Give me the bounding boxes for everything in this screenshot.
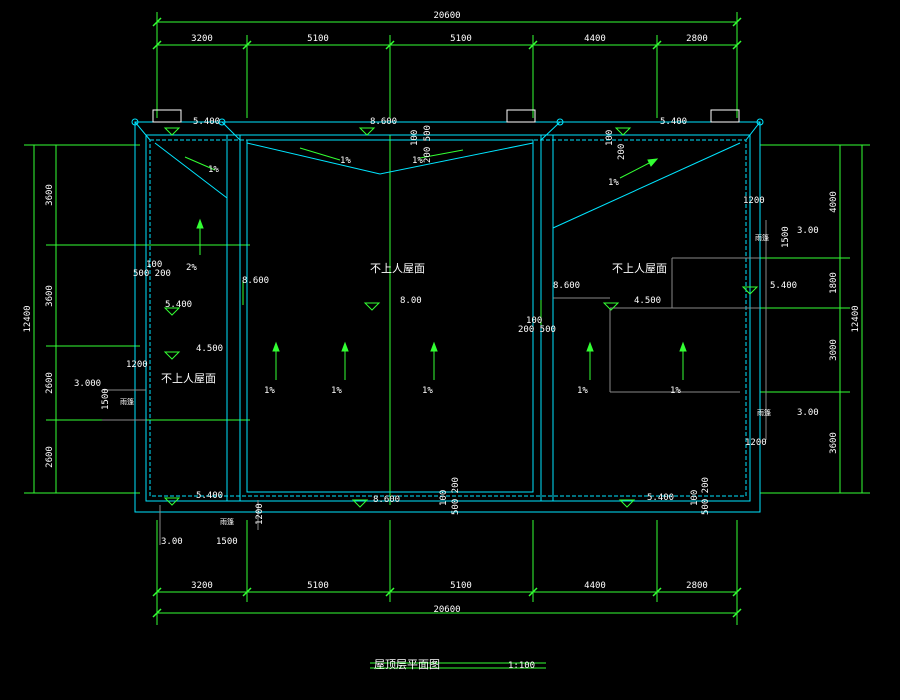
slope-10: 1% xyxy=(670,386,681,396)
slope-9: 1% xyxy=(577,386,588,396)
dim-1500-bottom: 1500 xyxy=(216,537,238,547)
elev-right-edge: 5.400 xyxy=(770,281,797,291)
elev-left-low: 4.500 xyxy=(196,344,223,354)
slope-3: 1% xyxy=(412,156,423,166)
wall-thk-top-a: 100 xyxy=(410,130,420,146)
drawing-title: 屋顶层平面图 xyxy=(374,658,440,671)
dim-1200-right-top: 1200 xyxy=(743,196,765,206)
dimension-lines xyxy=(24,12,870,669)
dim-right-1: 4000 xyxy=(829,191,839,213)
dim-top-2: 5100 xyxy=(307,34,329,44)
elev-small-left: 3.000 xyxy=(74,379,101,389)
slope-4: 1% xyxy=(608,178,619,188)
corner-circles xyxy=(131,118,764,126)
wall-thk-left-a: 100 xyxy=(146,260,162,270)
wall-thk-top-b: 200 500 xyxy=(423,125,433,163)
slope-1: 1% xyxy=(208,165,219,175)
dim-left-4: 2600 xyxy=(45,446,55,468)
elev-small-bottom: 3.00 xyxy=(161,537,183,547)
canopy-left: 雨篷 xyxy=(120,397,134,406)
aux-lines xyxy=(102,220,767,545)
dim-left-3: 2600 xyxy=(45,372,55,394)
vent-caps xyxy=(152,109,740,123)
dim-top-3: 5100 xyxy=(450,34,472,44)
dim-1200-right-bottom: 1200 xyxy=(745,438,767,448)
dim-bottom-2: 5100 xyxy=(307,581,329,591)
elev-top-mid: 8.600 xyxy=(370,117,397,127)
roof-label-right: 不上人屋面 xyxy=(612,262,667,275)
elev-bottom-mid: 8.600 xyxy=(373,495,400,505)
elevation-markers xyxy=(163,127,759,508)
dim-1500-right: 1500 xyxy=(781,226,791,248)
wall-thk-top-c: 100 xyxy=(605,130,615,146)
dim-right-2: 1800 xyxy=(829,272,839,294)
slope-7: 1% xyxy=(331,386,342,396)
wall-thk-mid-a: 100 xyxy=(526,316,542,326)
dim-left-2: 3600 xyxy=(45,285,55,307)
elev-small-right-top: 3.00 xyxy=(797,226,819,236)
canopy-right-top: 雨篷 xyxy=(755,233,769,242)
elev-small-right-bottom: 3.00 xyxy=(797,408,819,418)
wall-thk-bot-a: 100 xyxy=(439,490,449,506)
dim-left-1: 3600 xyxy=(45,184,55,206)
dimension-ticks xyxy=(152,17,742,618)
dim-bottom-5: 2800 xyxy=(686,581,708,591)
slope-8: 1% xyxy=(422,386,433,396)
dim-bottom-1: 3200 xyxy=(191,581,213,591)
dim-left-total: 12400 xyxy=(23,305,33,332)
wall-thk-top-d: 200 xyxy=(617,144,627,160)
dim-top-4: 4400 xyxy=(584,34,606,44)
elev-bottom-right: 5.400 xyxy=(647,493,674,503)
wall-thk-bot-d: 500 200 xyxy=(701,477,711,515)
walls xyxy=(134,121,761,513)
slope-2: 1% xyxy=(340,156,351,166)
elev-bottom-left: 5.400 xyxy=(196,491,223,501)
dim-right-total: 12400 xyxy=(851,305,861,332)
dim-top-5: 2800 xyxy=(686,34,708,44)
dim-top-1: 3200 xyxy=(191,34,213,44)
wall-thk-left-b: 500 200 xyxy=(133,269,171,279)
canopy-bottom: 雨篷 xyxy=(220,517,234,526)
slope-arrows xyxy=(184,147,687,380)
elev-col1: 8.600 xyxy=(242,276,269,286)
elev-top-left: 5.400 xyxy=(193,117,220,127)
dim-bottom-4: 4400 xyxy=(584,581,606,591)
roof-label-left: 不上人屋面 xyxy=(161,372,216,385)
elev-top-right: 5.400 xyxy=(660,117,687,127)
roof-label-center: 不上人屋面 xyxy=(370,262,425,275)
elev-center: 8.00 xyxy=(400,296,422,306)
wall-thk-bot-c: 100 xyxy=(690,490,700,506)
wall-thk-bot-b: 500 200 xyxy=(451,477,461,515)
canopy-right-bottom: 雨篷 xyxy=(757,408,771,417)
dim-top-total: 20600 xyxy=(433,11,460,21)
drawing-scale: 1:100 xyxy=(508,661,535,671)
elev-right-mid: 4.500 xyxy=(634,296,661,306)
dim-1500-left: 1500 xyxy=(101,388,111,410)
dim-bottom-total: 20600 xyxy=(433,605,460,615)
dim-bottom-3: 5100 xyxy=(450,581,472,591)
dim-right-3: 3000 xyxy=(829,339,839,361)
dim-1200-left: 1200 xyxy=(126,360,148,370)
dim-1200-bottom: 1200 xyxy=(255,503,265,525)
slope-5: 2% xyxy=(186,263,197,273)
slope-6: 1% xyxy=(264,386,275,396)
elev-col2: 8.600 xyxy=(553,281,580,291)
elev-left-mid: 5.400 xyxy=(165,300,192,310)
dim-right-4: 3600 xyxy=(829,432,839,454)
wall-thk-mid-b: 200 500 xyxy=(518,325,556,335)
